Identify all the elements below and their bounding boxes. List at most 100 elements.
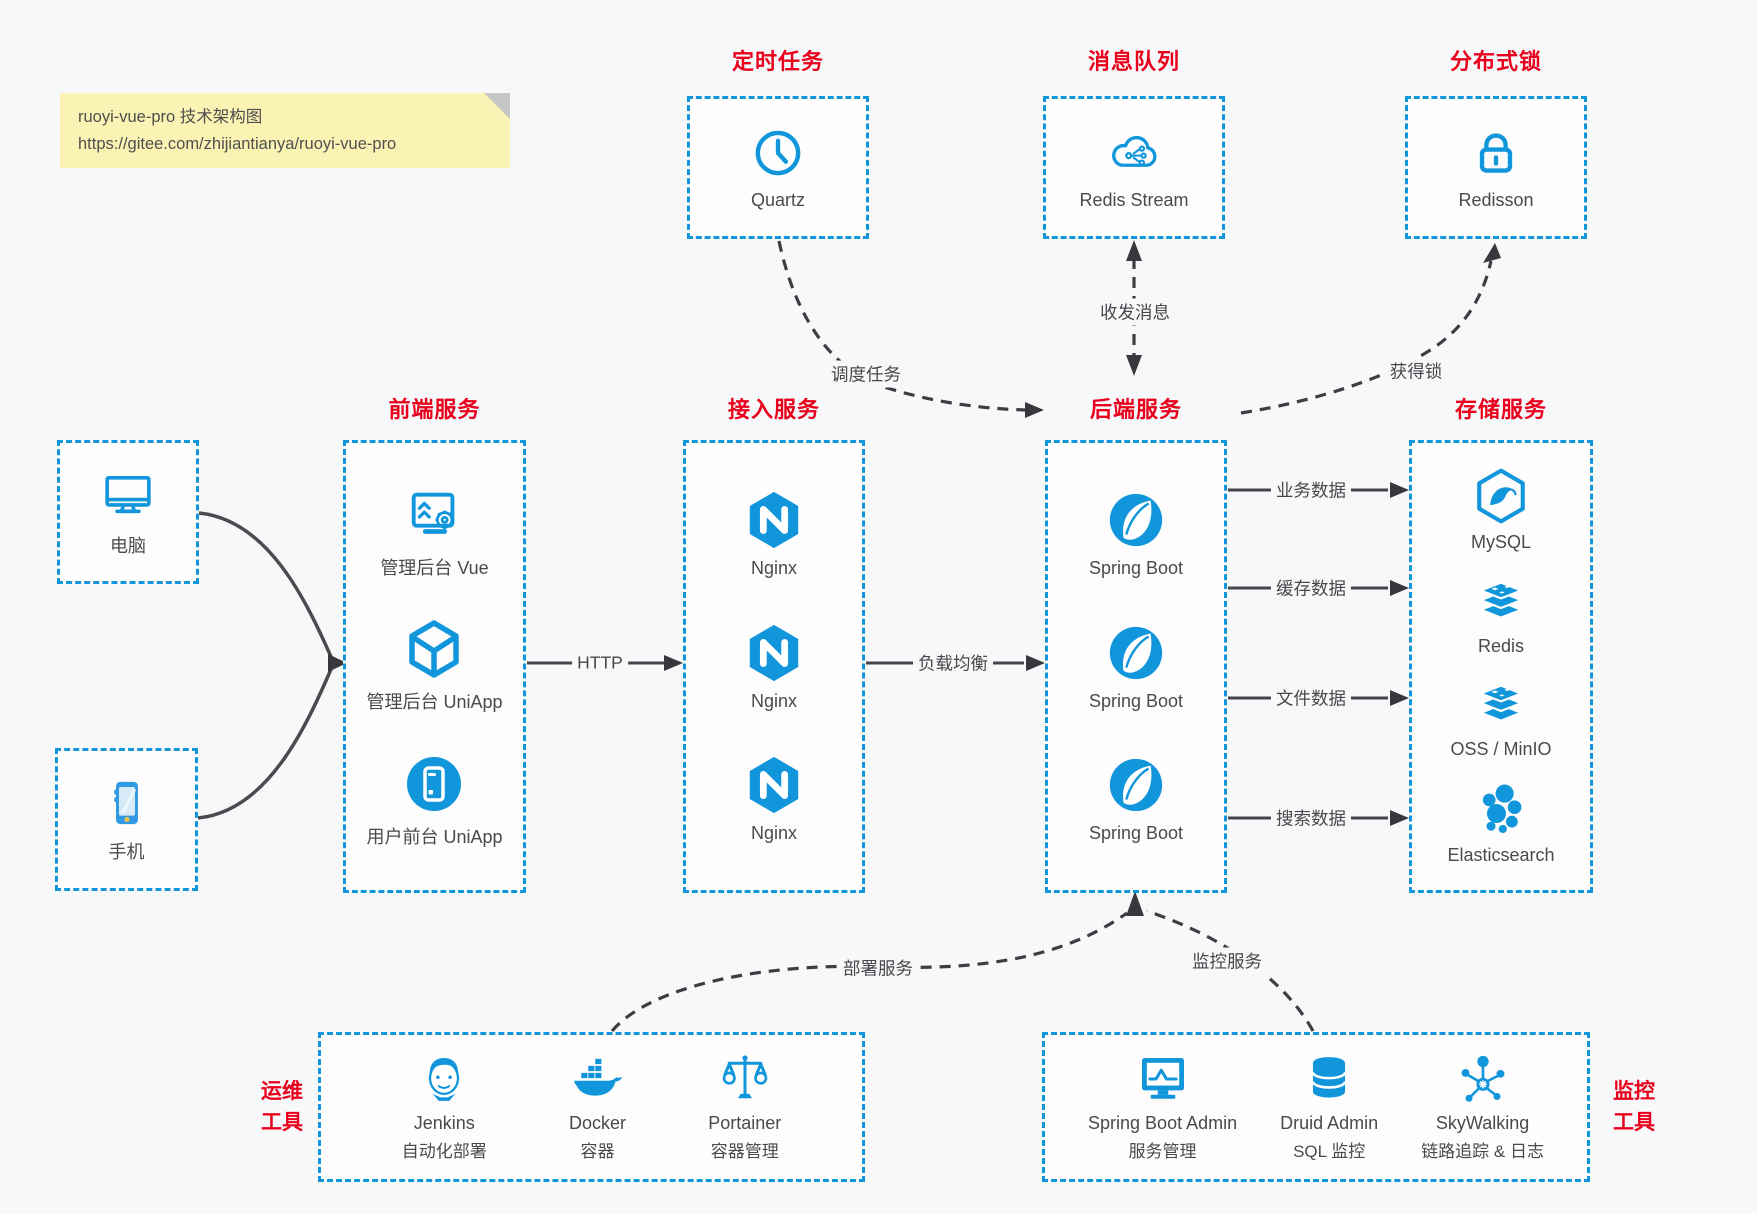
edge-label-deploy: 部署服务 (838, 954, 918, 982)
uniapp-cube-icon (402, 617, 466, 681)
edge-label-search-data: 搜索数据 (1271, 804, 1351, 832)
node-label: Redis Stream (1079, 189, 1189, 210)
node-label: Nginx (750, 822, 798, 843)
jenkins-icon (416, 1051, 472, 1107)
node-label: MySQL (1470, 531, 1531, 552)
group-title-message-queue: 消息队列 (1087, 49, 1180, 74)
edge-label-lock: 获得锁 (1384, 357, 1448, 385)
group-title-scheduled-task: 定时任务 (731, 49, 824, 74)
node-label: Nginx (750, 558, 798, 579)
box-storage-services: MySQL Redis OSS / MinIO Elasticsearch (1409, 440, 1593, 893)
group-title-monitor-tools: 监控 工具 (1613, 1080, 1655, 1134)
node-admin-vue: 管理后台 Vue (380, 485, 489, 580)
node-nginx-2: Nginx (743, 622, 805, 712)
edge-label-business-data: 业务数据 (1271, 476, 1351, 504)
node-docker: Docker 容器 (567, 1051, 627, 1164)
node-label: Druid Admin (1280, 1112, 1379, 1133)
springboot-icon (1105, 754, 1167, 816)
node-springboot-3: Spring Boot (1089, 754, 1183, 844)
node-desc: 链路追踪 & 日志 (1421, 1141, 1544, 1161)
node-elasticsearch: Elasticsearch (1447, 780, 1555, 866)
nginx-icon (743, 489, 805, 551)
edge-label-file-data: 文件数据 (1271, 684, 1351, 712)
node-nginx-3: Nginx (743, 754, 805, 844)
user-uniapp-icon (402, 752, 466, 816)
edge-label-message: 收发消息 (1095, 298, 1175, 326)
lock-icon (1468, 125, 1524, 181)
box-phone: 手机 (55, 748, 198, 891)
elasticsearch-icon (1472, 780, 1530, 838)
group-title-distributed-lock: 分布式锁 (1449, 49, 1542, 74)
admin-vue-icon (402, 485, 468, 547)
node-admin-uniapp: 管理后台 UniApp (366, 617, 503, 714)
node-label: Spring Boot Admin (1088, 1112, 1238, 1133)
node-label: 管理后台 UniApp (366, 692, 503, 712)
smartphone-icon (100, 776, 154, 830)
edge-label-load-balance: 负载均衡 (913, 649, 993, 677)
box-redis-stream: Redis Stream (1043, 96, 1225, 239)
oss-minio-icon (1471, 676, 1531, 732)
box-monitor-tools: Spring Boot Admin 服务管理 Druid Admin SQL 监… (1042, 1032, 1590, 1182)
node-label: Portainer (708, 1112, 782, 1133)
node-label: 管理后台 Vue (380, 557, 489, 578)
node-nginx-1: Nginx (743, 489, 805, 579)
node-skywalking: SkyWalking 链路追踪 & 日志 (1421, 1051, 1544, 1164)
node-label: Nginx (750, 690, 798, 711)
edge-label-monitor: 监控服务 (1187, 947, 1267, 975)
node-label: Redis (1477, 635, 1525, 656)
box-frontend-services: 管理后台 Vue 管理后台 UniApp 用户前台 UniApp (343, 440, 526, 893)
node-jenkins: Jenkins 自动化部署 (402, 1051, 487, 1164)
springboot-admin-icon (1134, 1051, 1192, 1107)
redis-icon (1471, 573, 1531, 629)
column-title-storage: 存储服务 (1454, 397, 1547, 422)
box-ops-tools: Jenkins 自动化部署 Docker 容器 Portainer 容器管理 (318, 1032, 865, 1182)
node-portainer: Portainer 容器管理 (708, 1051, 781, 1164)
node-mysql: MySQL (1471, 467, 1531, 553)
note-title: ruoyi-vue-pro 技术架构图 (78, 108, 263, 126)
cloud-stream-icon (1104, 125, 1164, 181)
node-label: 用户前台 UniApp (366, 826, 503, 847)
node-user-uniapp: 用户前台 UniApp (366, 752, 503, 849)
node-redis: Redis (1471, 573, 1531, 657)
node-desc: SQL 监控 (1293, 1141, 1366, 1161)
node-druid-admin: Druid Admin SQL 监控 (1280, 1051, 1378, 1164)
clock-icon (750, 125, 806, 181)
node-desc: 服务管理 (1128, 1141, 1197, 1161)
node-label: Jenkins (413, 1112, 475, 1133)
node-label: Spring Boot (1088, 558, 1184, 579)
druid-icon (1302, 1051, 1356, 1107)
edge-label-schedule: 调度任务 (826, 360, 906, 388)
computer-icon (99, 466, 157, 524)
column-title-frontend: 前端服务 (388, 397, 481, 422)
column-title-backend: 后端服务 (1089, 397, 1182, 422)
nginx-icon (743, 754, 805, 816)
nginx-icon (743, 622, 805, 684)
node-label: 手机 (108, 841, 145, 862)
mysql-icon (1472, 467, 1530, 525)
column-title-gateway: 接入服务 (727, 397, 820, 422)
node-label: 电脑 (110, 536, 146, 556)
node-label: OSS / MinIO (1450, 739, 1552, 760)
group-title-ops-tools: 运维 工具 (261, 1080, 303, 1134)
node-label: Spring Boot (1088, 822, 1184, 843)
node-desc: 自动化部署 (401, 1141, 487, 1161)
springboot-icon (1105, 622, 1167, 684)
node-label: SkyWalking (1435, 1112, 1530, 1133)
note-url: https://gitee.com/zhijiantianya/ruoyi-vu… (78, 135, 397, 153)
box-computer: 电脑 (57, 440, 199, 584)
node-label: Quartz (750, 189, 806, 210)
node-springboot-admin: Spring Boot Admin 服务管理 (1088, 1051, 1237, 1164)
skywalking-icon (1455, 1051, 1511, 1107)
node-desc: 容器 (580, 1141, 615, 1161)
node-springboot-2: Spring Boot (1089, 622, 1183, 712)
edge-label-cache-data: 缓存数据 (1271, 574, 1351, 602)
node-springboot-1: Spring Boot (1089, 489, 1183, 579)
box-backend-services: Spring Boot Spring Boot Spring Boot (1045, 440, 1227, 893)
edge-label-http: HTTP (572, 651, 628, 675)
node-desc: 容器管理 (710, 1141, 779, 1161)
box-gateway-services: Nginx Nginx Nginx (683, 440, 865, 893)
docker-icon (567, 1051, 627, 1107)
node-label: Docker (568, 1112, 626, 1133)
node-oss-minio: OSS / MinIO (1450, 676, 1552, 760)
